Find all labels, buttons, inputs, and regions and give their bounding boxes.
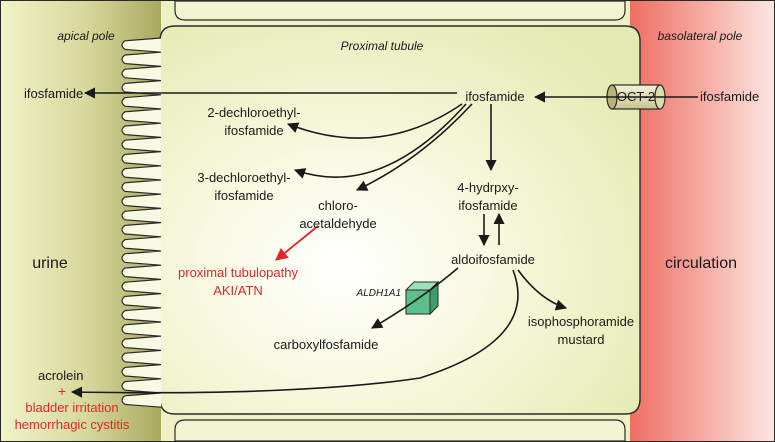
circulation-label: circulation xyxy=(665,255,737,272)
isophosphoramide-line1: isophosphoramide xyxy=(528,314,634,329)
chloro-line2: acetaldehyde xyxy=(299,216,376,231)
acrolein: acrolein xyxy=(38,368,84,383)
ifosfamide-blood: ifosfamide xyxy=(700,89,759,104)
neighbour-cell-top xyxy=(174,0,626,21)
urine-label: urine xyxy=(32,255,68,272)
proximal-tubule-cell xyxy=(159,25,641,415)
arrow-to-carboxyl xyxy=(371,267,459,329)
aldoifosfamide: aldoifosfamide xyxy=(451,252,535,267)
aldh1a1-enzyme-box xyxy=(404,280,440,316)
arrow-to-acrolein xyxy=(70,269,519,398)
oct2-label: OCT-2 xyxy=(617,89,655,104)
hydroxy-line2: ifosfamide xyxy=(458,198,517,213)
arrow-to-3-dechloro xyxy=(293,103,467,179)
apical-pole-label: apical pole xyxy=(57,29,115,43)
bladder-line1: bladder irritation xyxy=(25,400,118,415)
brush-border-microvilli xyxy=(121,37,162,408)
aldh1a1-label: ALDH1A1 xyxy=(356,288,401,299)
dechloro3-line1: 3-dechloroethyl- xyxy=(197,170,290,185)
neighbour-cell-bottom xyxy=(174,419,626,442)
arrow-to-chloroacetaldehyde xyxy=(355,103,473,191)
tubulopathy-line2: AKI/ATN xyxy=(213,283,263,298)
ifosfamide-urine: ifosfamide xyxy=(24,86,83,101)
dechloro2-line1: 2-dechloroethyl- xyxy=(207,105,300,120)
basolateral-region xyxy=(630,1,774,441)
microvilli-outline xyxy=(121,37,162,408)
ifosfamide-cell: ifosfamide xyxy=(465,89,524,104)
bladder-line2: hemorrhagic cystitis xyxy=(15,417,130,432)
isophosphoramide-line2: mustard xyxy=(558,332,605,347)
proximal-tubule-label: Proximal tubule xyxy=(341,39,424,53)
dechloro2-line2: ifosfamide xyxy=(224,123,283,138)
arrow-toxicity xyxy=(275,225,319,261)
chloro-line1: chloro- xyxy=(318,198,358,213)
carboxylfosfamide: carboxylfosfamide xyxy=(274,337,379,352)
tubulopathy-line1: proximal tubulopathy xyxy=(178,265,298,280)
dechloro3-line2: ifosfamide xyxy=(214,188,273,203)
plus-sign: + xyxy=(58,383,66,399)
pathway-arrows xyxy=(70,87,698,398)
basolateral-pole-label: basolateral pole xyxy=(658,29,743,43)
arrow-to-2-dechloro xyxy=(286,103,463,139)
arrow-to-isophosphoramide xyxy=(517,269,568,311)
hydroxy-line1: 4-hydrpxy- xyxy=(457,180,518,195)
